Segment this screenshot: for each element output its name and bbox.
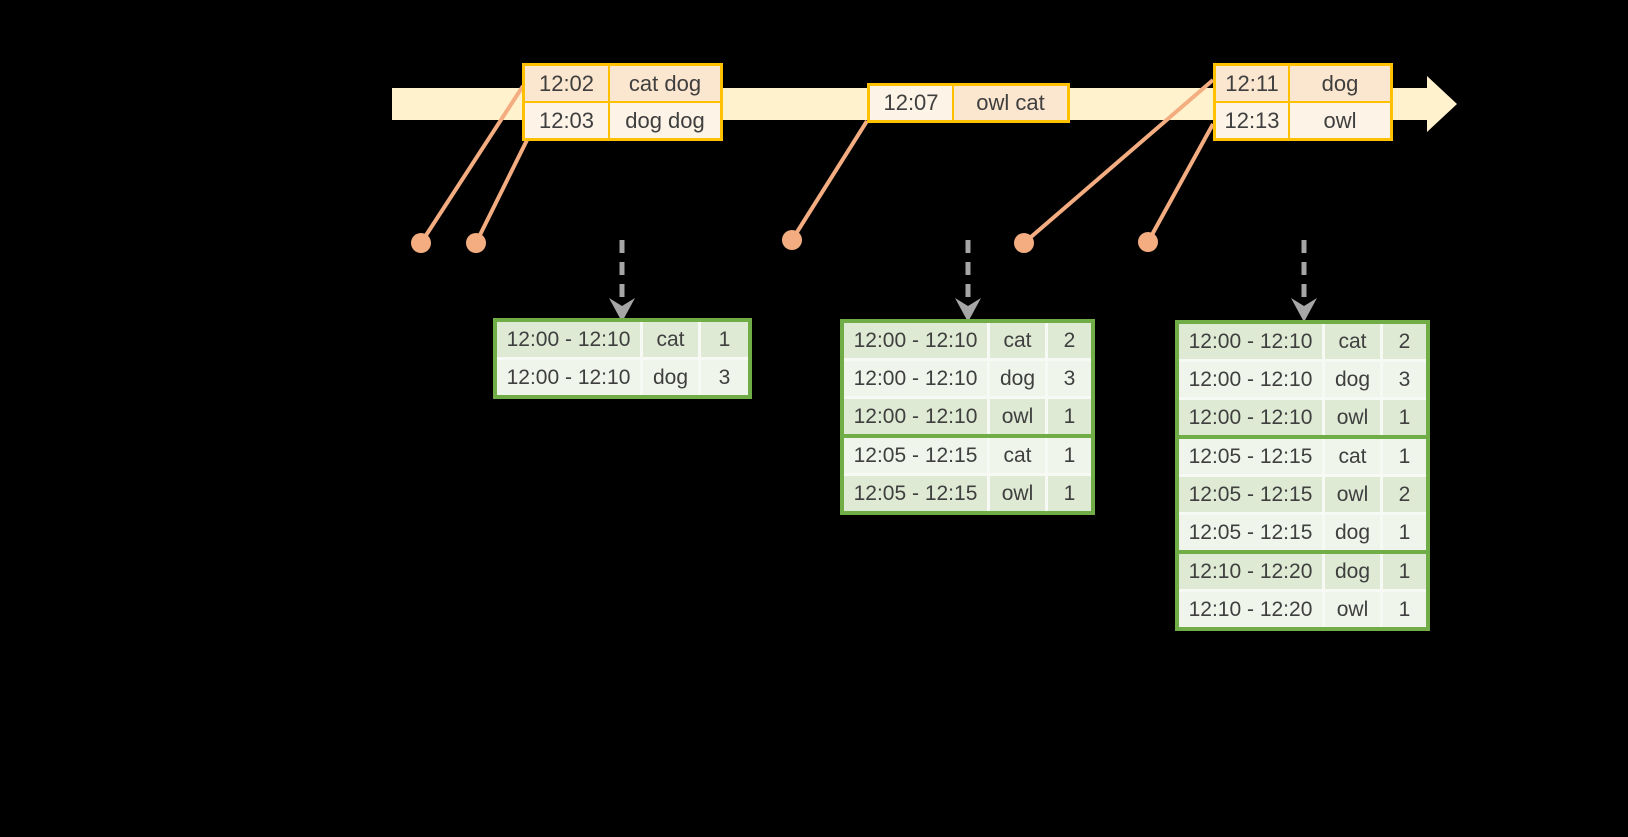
count-cell: 1 (1383, 592, 1426, 627)
word-cell: owl (1325, 477, 1383, 512)
window-cell: 12:00 - 12:10 (1179, 400, 1325, 435)
table-row: 12:07 owl cat (870, 86, 1067, 120)
table-row: 12:00 - 12:10 cat 2 (1179, 324, 1426, 359)
word-cell: owl (1325, 400, 1383, 435)
word-cell: dog (1325, 362, 1383, 397)
table-row: 12:05 - 12:15 cat 1 (844, 434, 1091, 473)
count-cell: 1 (701, 322, 748, 357)
count-cell: 1 (1048, 399, 1091, 434)
word-cell: owl (990, 476, 1048, 511)
count-cell: 1 (1383, 515, 1426, 550)
word-cell: cat (643, 322, 701, 357)
window-cell: 12:05 - 12:15 (1179, 477, 1325, 512)
table-row: 12:02 cat dog (525, 66, 720, 101)
result-table-1: 12:00 - 12:10 cat 1 12:00 - 12:10 dog 3 (493, 318, 752, 399)
event-dot (1138, 232, 1158, 252)
table-row: 12:00 - 12:10 dog 3 (1179, 359, 1426, 397)
table-row: 12:13 owl (1216, 103, 1390, 138)
result-table-3: 12:00 - 12:10 cat 2 12:00 - 12:10 dog 3 … (1175, 320, 1430, 631)
count-cell: 1 (1383, 400, 1426, 435)
event-time: 12:02 (525, 66, 608, 101)
result-table-2: 12:00 - 12:10 cat 2 12:00 - 12:10 dog 3 … (840, 319, 1095, 515)
word-cell: dog (1325, 515, 1383, 550)
window-cell: 12:10 - 12:20 (1179, 554, 1325, 589)
event-words: dog (1290, 66, 1390, 101)
event-words: owl (1290, 103, 1390, 138)
window-cell: 12:00 - 12:10 (844, 399, 990, 434)
event-table-2: 12:07 owl cat (867, 83, 1070, 123)
table-row: 12:03 dog dog (525, 103, 720, 138)
window-cell: 12:00 - 12:10 (1179, 324, 1325, 359)
word-cell: dog (643, 360, 701, 395)
event-time: 12:07 (870, 86, 952, 120)
window-cell: 12:00 - 12:10 (844, 361, 990, 396)
count-cell: 3 (1383, 362, 1426, 397)
event-words: dog dog (610, 103, 720, 138)
table-row: 12:00 - 12:10 cat 1 (497, 322, 748, 357)
table-row: 12:00 - 12:10 owl 1 (844, 396, 1091, 434)
word-cell: cat (1325, 439, 1383, 474)
event-dot (411, 233, 431, 253)
window-cell: 12:00 - 12:10 (844, 323, 990, 358)
count-cell: 2 (1383, 324, 1426, 359)
event-table-3: 12:11 dog 12:13 owl (1213, 63, 1393, 141)
event-words: cat dog (610, 66, 720, 101)
table-row: 12:10 - 12:20 owl 1 (1179, 589, 1426, 627)
event-dot (466, 233, 486, 253)
event-table-1: 12:02 cat dog 12:03 dog dog (522, 63, 723, 141)
event-words: owl cat (954, 86, 1067, 120)
window-cell: 12:00 - 12:10 (1179, 362, 1325, 397)
trigger-arrowhead-icon (1291, 298, 1317, 322)
count-cell: 3 (701, 360, 748, 395)
count-cell: 2 (1383, 477, 1426, 512)
word-cell: dog (990, 361, 1048, 396)
event-dot (1014, 233, 1034, 253)
event-connector-line (419, 84, 525, 245)
count-cell: 2 (1048, 323, 1091, 358)
word-cell: dog (1325, 554, 1383, 589)
window-cell: 12:05 - 12:15 (844, 438, 990, 473)
word-cell: cat (990, 323, 1048, 358)
count-cell: 1 (1383, 439, 1426, 474)
count-cell: 3 (1048, 361, 1091, 396)
count-cell: 1 (1048, 438, 1091, 473)
table-row: 12:00 - 12:10 dog 3 (844, 358, 1091, 396)
event-connector-line (1146, 123, 1215, 243)
word-cell: cat (990, 438, 1048, 473)
window-cell: 12:05 - 12:15 (844, 476, 990, 511)
table-row: 12:00 - 12:10 owl 1 (1179, 397, 1426, 435)
event-time: 12:11 (1216, 66, 1288, 101)
table-row: 12:10 - 12:20 dog 1 (1179, 550, 1426, 589)
event-connector-line (1022, 78, 1215, 245)
word-cell: cat (1325, 324, 1383, 359)
word-cell: owl (990, 399, 1048, 434)
table-row: 12:05 - 12:15 cat 1 (1179, 435, 1426, 474)
event-connector-line (474, 139, 529, 244)
word-cell: owl (1325, 592, 1383, 627)
event-time: 12:13 (1216, 103, 1288, 138)
count-cell: 1 (1048, 476, 1091, 511)
trigger-arrowhead-icon (609, 298, 635, 322)
window-cell: 12:05 - 12:15 (1179, 439, 1325, 474)
table-row: 12:05 - 12:15 owl 1 (844, 473, 1091, 511)
event-connector-line (790, 119, 869, 242)
count-cell: 1 (1383, 554, 1426, 589)
window-cell: 12:05 - 12:15 (1179, 515, 1325, 550)
window-cell: 12:00 - 12:10 (497, 322, 643, 357)
table-row: 12:00 - 12:10 dog 3 (497, 357, 748, 395)
window-cell: 12:10 - 12:20 (1179, 592, 1325, 627)
event-dot (782, 230, 802, 250)
table-row: 12:05 - 12:15 owl 2 (1179, 474, 1426, 512)
timeline-arrowhead-icon (1427, 76, 1457, 132)
window-cell: 12:00 - 12:10 (497, 360, 643, 395)
table-row: 12:00 - 12:10 cat 2 (844, 323, 1091, 358)
table-row: 12:05 - 12:15 dog 1 (1179, 512, 1426, 550)
table-row: 12:11 dog (1216, 66, 1390, 101)
event-time: 12:03 (525, 103, 608, 138)
trigger-arrowhead-icon (955, 298, 981, 322)
